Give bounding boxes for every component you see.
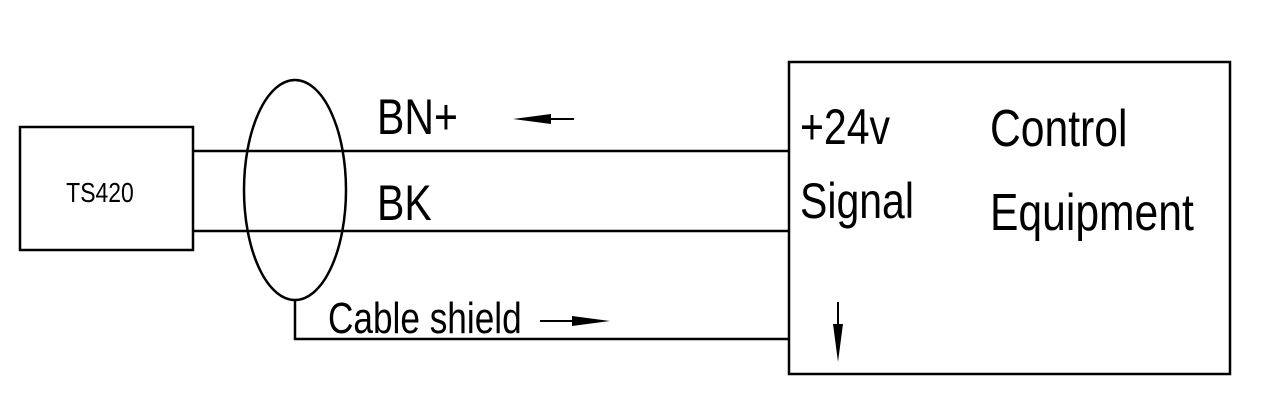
ts420-device-label: TS420 bbox=[66, 178, 134, 209]
wire-cable-shield bbox=[293, 300, 789, 341]
arrow-left-icon bbox=[513, 114, 574, 124]
terminal-signal-label: Signal bbox=[800, 173, 914, 229]
ts420-device-box bbox=[18, 125, 195, 252]
terminal-plus24v-label: +24v bbox=[800, 99, 890, 155]
arrow-down-icon bbox=[833, 302, 843, 362]
wire-bn-plus-label: BN+ bbox=[377, 89, 458, 145]
control-equipment-box bbox=[787, 60, 1232, 376]
cable-shield-ellipse bbox=[242, 78, 348, 302]
arrow-right-icon bbox=[540, 316, 610, 326]
equipment-title-line2: Equipment bbox=[990, 184, 1194, 242]
equipment-title-line1: Control bbox=[990, 100, 1127, 158]
wire-bk-label: BK bbox=[377, 175, 432, 231]
cable-shield-label: Cable shield bbox=[328, 294, 522, 343]
